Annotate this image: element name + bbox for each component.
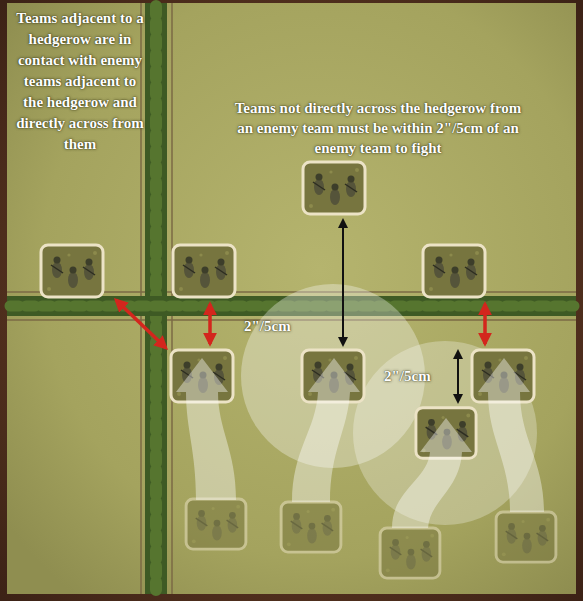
movement-arrow <box>176 358 544 528</box>
contact-arrow <box>116 300 485 348</box>
dimension-label: 2"/5cm <box>384 367 431 385</box>
start-team-bases <box>186 499 556 578</box>
callout-note: Teams not directly across the hedgerow f… <box>228 98 528 158</box>
hedgerow <box>7 3 576 594</box>
enemy-team-base <box>41 162 485 297</box>
field-ground <box>7 3 576 594</box>
dimension-label: 2"/5cm <box>244 317 291 335</box>
fence-lines <box>7 3 576 594</box>
callout-note: Teams adjacent to a hedgerow are in cont… <box>14 8 146 155</box>
distance-arrow <box>343 220 458 402</box>
